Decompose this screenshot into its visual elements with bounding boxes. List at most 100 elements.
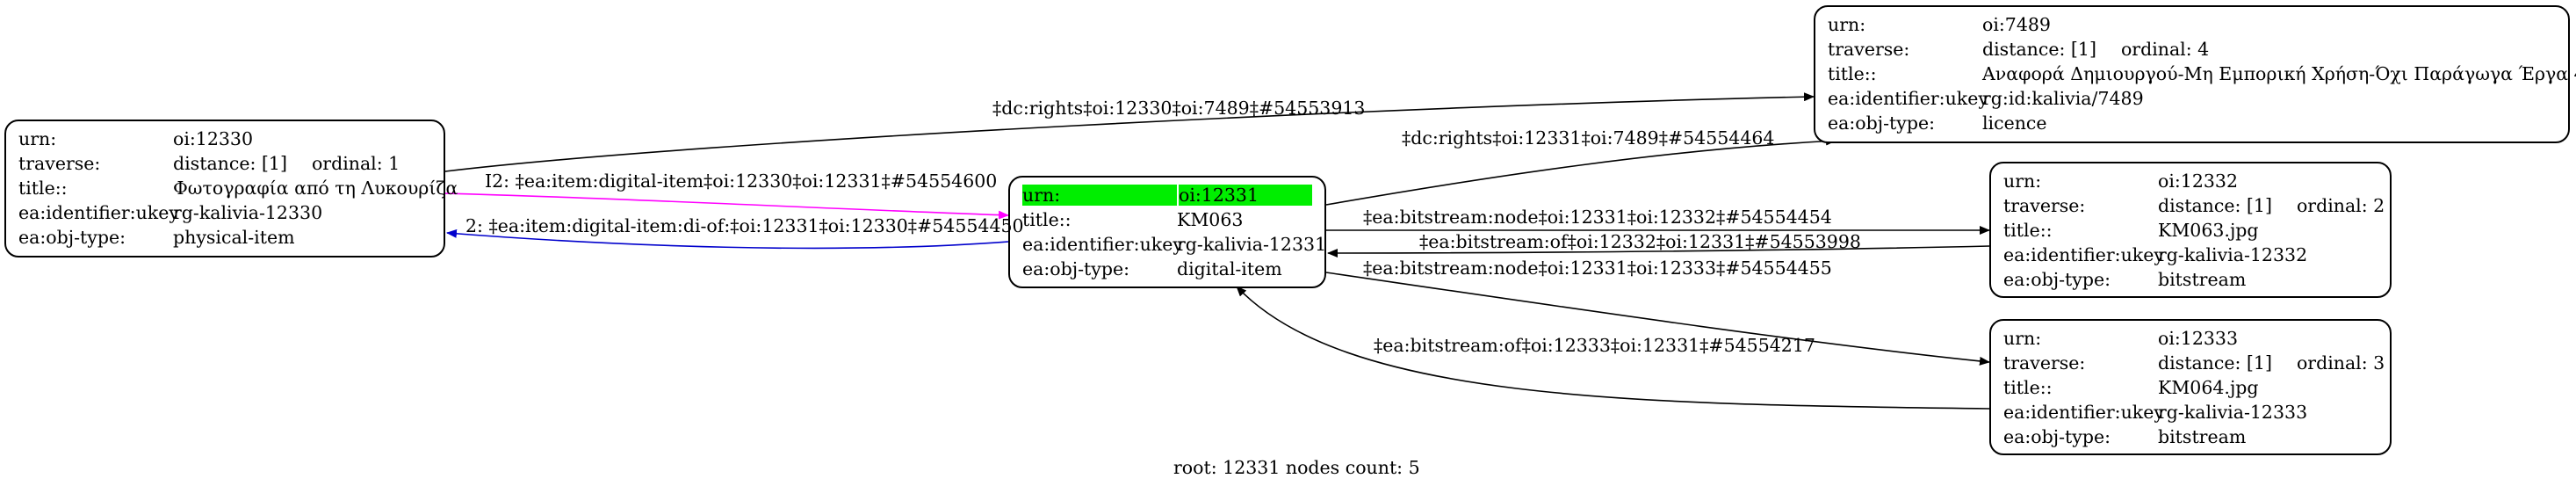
node-row-ukey: ea:identifier:ukey rg-kalivia-12332: [2003, 243, 2378, 267]
field-value: physical-item: [173, 227, 295, 248]
node-row-urn-highlighted: urn: oi:12331: [1022, 183, 1312, 207]
edge-label-bitstream-node-12332: ‡ea:bitstream:node‡oi:12331‡oi:12332‡#54…: [1363, 207, 1832, 228]
field-key: urn:: [2003, 328, 2042, 349]
node-row-traverse: traverse: distance: [1] ordinal: 1: [18, 151, 431, 176]
edge-bitstream-of-12332: [1327, 245, 1990, 258]
node-row-ukey: ea:identifier:ukey rg-kalivia-12330: [18, 200, 431, 225]
field-value: Αναφορά Δημιουργού-Μη Εμπορική Χρήση-Όχι…: [1982, 63, 2576, 84]
field-key: ea:identifier:ukey: [2003, 244, 2164, 265]
field-key: traverse:: [2003, 352, 2086, 374]
node-row-title: title:: KM063.jpg: [2003, 218, 2378, 243]
field-key: ea:identifier:ukey: [1828, 88, 1988, 109]
field-value: oi:12332: [2158, 170, 2239, 192]
node-7489[interactable]: urn: oi:7489 traverse: distance: [1] ordi…: [1814, 5, 2576, 143]
node-row-type: ea:obj-type: bitstream: [2003, 424, 2378, 449]
field-value: bitstream: [2158, 426, 2247, 447]
node-row-type: ea:obj-type: digital-item: [1022, 257, 1312, 281]
field-value: rg-kalivia-12331: [1177, 234, 1327, 255]
node-12330[interactable]: urn: oi:12330 traverse: distance: [1] ord…: [4, 120, 458, 258]
edge-item-digital-of: [446, 228, 1009, 250]
distance-value: distance: [1]: [2158, 352, 2272, 374]
edge-label-rights-12331: ‡dc:rights‡oi:12331‡oi:7489‡#54554464: [1402, 127, 1775, 149]
node-12332[interactable]: urn: oi:12332 traverse: distance: [1] ord…: [1989, 162, 2392, 298]
node-row-ukey: ea:identifier:ukey rg:id:kalivia/7489: [1828, 86, 2556, 111]
field-value: oi:7489: [1982, 14, 2051, 35]
edge-bitstream-node-12333: [1325, 272, 1990, 366]
field-value: KM063: [1177, 209, 1244, 230]
ordinal-value: ordinal: 1: [311, 153, 400, 174]
node-row-traverse: traverse: distance: [1] ordinal: 4: [1828, 37, 2556, 62]
node-row-traverse: traverse: distance: [1] ordinal: 2: [2003, 193, 2385, 218]
edge-bitstream-of-12333: [1236, 286, 1990, 410]
node-row-title: title:: KM064.jpg: [2003, 375, 2378, 400]
node-row-title: title:: Αναφορά Δημιουργού-Μη Εμπορική Χ…: [1828, 62, 2576, 86]
node-row-urn: urn: oi:7489: [1828, 12, 2556, 37]
field-value: oi:12330: [173, 128, 254, 149]
node-row-type: ea:obj-type: licence: [1828, 111, 2556, 135]
node-row-traverse: traverse: distance: [1] ordinal: 3: [2003, 351, 2385, 375]
field-key: ea:obj-type:: [18, 227, 126, 248]
field-value: KM063.jpg: [2158, 220, 2259, 241]
edge-label-item-digital-of: 2: ‡ea:item:digital-item:di-of:‡oi:12331…: [465, 215, 1024, 236]
field-value: oi:12333: [2158, 328, 2239, 349]
edge-label-bitstream-of-12332: ‡ea:bitstream:of‡oi:12332‡oi:12331‡#5455…: [1419, 231, 1861, 252]
ordinal-value: ordinal: 3: [2296, 352, 2385, 374]
field-value: digital-item: [1177, 258, 1282, 279]
node-row-urn: urn: oi:12330: [18, 127, 431, 151]
field-value: rg-kalivia-12330: [173, 202, 323, 223]
field-key: title::: [1022, 209, 1072, 230]
node-row-type: ea:obj-type: physical-item: [18, 225, 431, 250]
edge-label-rights-12330: ‡dc:rights‡oi:12330‡oi:7489‡#54553913: [992, 98, 1366, 119]
field-value: Φωτογραφία από τη Λυκουρίζα: [173, 178, 458, 199]
field-key: ea:identifier:ukey: [18, 202, 179, 223]
node-row-urn: urn: oi:12333: [2003, 326, 2378, 351]
field-key: urn:: [1828, 14, 1866, 35]
field-value: licence: [1982, 112, 2047, 134]
field-key: traverse:: [1828, 39, 1910, 60]
field-key: title::: [2003, 377, 2053, 398]
node-row-urn: urn: oi:12332: [2003, 169, 2378, 193]
field-value: rg-kalivia-12333: [2158, 402, 2308, 423]
field-value: bitstream: [2158, 269, 2247, 290]
field-key: title::: [18, 178, 68, 199]
node-12331-root[interactable]: urn: oi:12331 title:: KM063 ea:identifie…: [1008, 176, 1326, 288]
node-row-title: title:: Φωτογραφία από τη Λυκουρίζα: [18, 176, 458, 200]
field-value: KM064.jpg: [2158, 377, 2259, 398]
edge-rights-12331: [1325, 136, 1836, 206]
distance-value: distance: [1]: [1982, 39, 2096, 60]
node-row-ukey: ea:identifier:ukey rg-kalivia-12333: [2003, 400, 2378, 424]
field-key: title::: [2003, 220, 2053, 241]
ordinal-value: ordinal: 2: [2296, 195, 2385, 216]
field-value: distance: [1] ordinal: 1: [173, 153, 431, 174]
edge-item-digital: [444, 192, 1009, 220]
field-value: distance: [1] ordinal: 2: [2158, 195, 2385, 216]
node-12333[interactable]: urn: oi:12333 traverse: distance: [1] ord…: [1989, 319, 2392, 455]
field-key: traverse:: [18, 153, 101, 174]
field-value: oi:12331: [1179, 185, 1312, 206]
distance-value: distance: [1]: [2158, 195, 2272, 216]
field-key: ea:identifier:ukey: [2003, 402, 2164, 423]
field-key: urn:: [1022, 185, 1177, 206]
edge-label-bitstream-node-12333: ‡ea:bitstream:node‡oi:12331‡oi:12333‡#54…: [1363, 258, 1832, 279]
field-key: traverse:: [2003, 195, 2086, 216]
node-row-type: ea:obj-type: bitstream: [2003, 267, 2378, 292]
field-value: distance: [1] ordinal: 3: [2158, 352, 2385, 374]
field-key: ea:obj-type:: [1828, 112, 1935, 134]
field-value: distance: [1] ordinal: 4: [1982, 39, 2556, 60]
node-row-ukey: ea:identifier:ukey rg-kalivia-12331: [1022, 232, 1326, 257]
graph-footer: root: 12331 nodes count: 5: [1173, 457, 1420, 478]
field-key: ea:identifier:ukey: [1022, 234, 1183, 255]
field-key: urn:: [2003, 170, 2042, 192]
edge-rights-12330: [444, 92, 1815, 172]
field-key: ea:obj-type:: [1022, 258, 1129, 279]
node-row-title: title:: KM063: [1022, 207, 1312, 232]
field-key: ea:obj-type:: [2003, 269, 2111, 290]
field-key: title::: [1828, 63, 1877, 84]
distance-value: distance: [1]: [173, 153, 287, 174]
field-key: urn:: [18, 128, 57, 149]
edge-label-item-digital: I2: ‡ea:item:digital-item‡oi:12330‡oi:12…: [485, 170, 998, 192]
field-key: ea:obj-type:: [2003, 426, 2111, 447]
ordinal-value: ordinal: 4: [2120, 39, 2210, 60]
edge-label-bitstream-of-12333: ‡ea:bitstream:of‡oi:12333‡oi:12331‡#5455…: [1374, 335, 1815, 356]
